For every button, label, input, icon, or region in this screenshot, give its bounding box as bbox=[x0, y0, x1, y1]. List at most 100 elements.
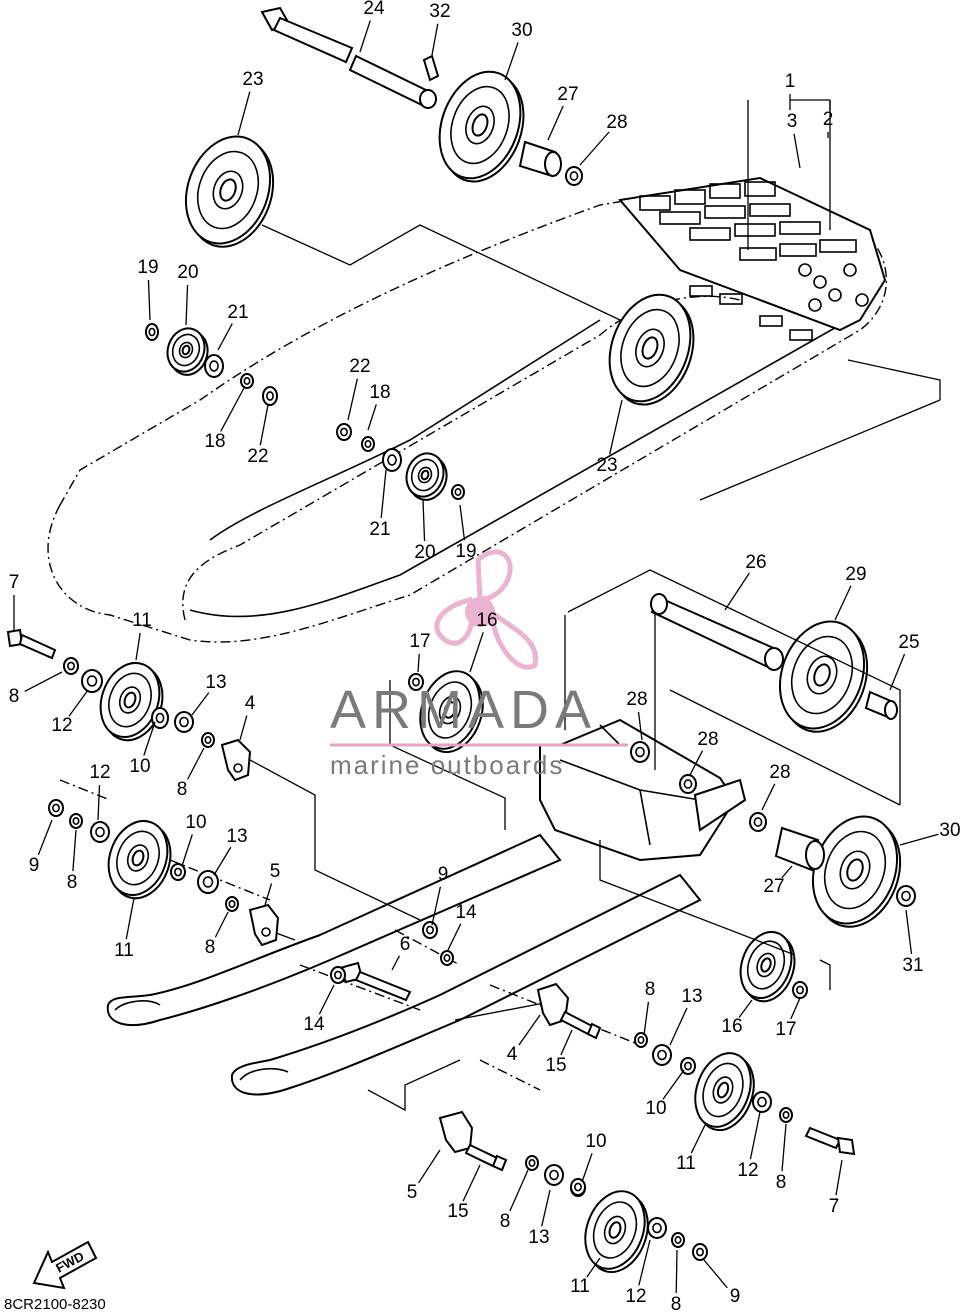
callout-c10d: 10 bbox=[581, 1131, 607, 1183]
callout-label: 8 bbox=[177, 779, 188, 800]
callout-c13a: 13 bbox=[191, 672, 227, 716]
washer-20 bbox=[225, 896, 239, 912]
callout-c12a: 12 bbox=[51, 689, 89, 736]
callout-label: 19 bbox=[455, 541, 476, 562]
wheel-23-lower bbox=[608, 293, 695, 406]
callout-label: 7 bbox=[829, 1196, 840, 1217]
callout-c5b: 5 bbox=[407, 1149, 441, 1203]
washer-7 bbox=[382, 448, 402, 472]
callout-c27b: 27 bbox=[763, 865, 793, 897]
callout-label: 13 bbox=[226, 826, 247, 847]
callout-label: 10 bbox=[129, 756, 150, 777]
callout-c8d: 8 bbox=[205, 911, 229, 958]
callout-c10b: 10 bbox=[181, 812, 207, 867]
callout-c21a: 21 bbox=[217, 302, 249, 351]
wheel-23-upper bbox=[184, 135, 275, 248]
washer-31 bbox=[680, 1057, 696, 1075]
callout-label: 21 bbox=[227, 302, 248, 323]
wheel-16-a bbox=[419, 670, 484, 754]
callout-c14a: 14 bbox=[447, 902, 477, 951]
bolts bbox=[6, 628, 856, 1172]
callout-label: 8 bbox=[67, 872, 78, 893]
callout-label: 5 bbox=[407, 1182, 418, 1203]
callout-c17a: 17 bbox=[409, 631, 431, 673]
callout-label: 11 bbox=[114, 940, 134, 961]
callout-c20a: 20 bbox=[177, 262, 199, 326]
callout-c8g: 8 bbox=[500, 1169, 529, 1232]
wheel-30-upper bbox=[438, 70, 525, 183]
callout-label: 4 bbox=[245, 693, 256, 714]
washer-40 bbox=[692, 1243, 708, 1261]
callout-label: 8 bbox=[205, 937, 216, 958]
callout-c11a: 11 bbox=[132, 610, 152, 661]
callout-label: 2 bbox=[823, 109, 834, 130]
callout-label: 8 bbox=[671, 1294, 682, 1315]
callout-c11b: 11 bbox=[114, 897, 135, 961]
washer-3 bbox=[240, 373, 254, 389]
cross-brace bbox=[539, 718, 747, 862]
callout-label: 13 bbox=[681, 986, 702, 1007]
callout-c31: 31 bbox=[902, 909, 924, 976]
callout-label: 13 bbox=[205, 672, 226, 693]
callout-c4b: 4 bbox=[507, 1014, 541, 1065]
callout-c3: 3 bbox=[787, 111, 801, 169]
callout-c8c: 8 bbox=[67, 829, 78, 893]
callout-c18b: 18 bbox=[367, 382, 391, 431]
callout-label: 6 bbox=[400, 934, 411, 955]
callout-label: 24 bbox=[363, 0, 385, 19]
callout-label: 22 bbox=[349, 356, 370, 377]
washer-13 bbox=[174, 711, 194, 733]
bearing-20-a bbox=[166, 327, 209, 376]
tubes bbox=[518, 140, 898, 872]
callout-c28d: 28 bbox=[579, 112, 628, 166]
callout-c27a: 27 bbox=[547, 84, 579, 141]
callout-c10c: 10 bbox=[645, 1069, 685, 1119]
callout-c16b: 16 bbox=[721, 999, 753, 1037]
callout-label: 12 bbox=[737, 1160, 758, 1181]
washer-34 bbox=[896, 885, 916, 907]
washer-12 bbox=[151, 707, 169, 729]
washer-28 bbox=[792, 981, 808, 999]
callout-c9c: 9 bbox=[703, 1259, 741, 1307]
washer-18 bbox=[170, 863, 186, 881]
washer-22 bbox=[440, 950, 454, 966]
callout-c28a: 28 bbox=[626, 689, 648, 741]
callout-label: 10 bbox=[645, 1098, 666, 1119]
callout-label: 23 bbox=[596, 455, 617, 476]
callout-label: 11 bbox=[570, 1276, 590, 1297]
washer-21 bbox=[422, 921, 438, 939]
callout-c8h: 8 bbox=[671, 1249, 682, 1315]
callout-label: 28 bbox=[626, 689, 647, 710]
callout-label: 14 bbox=[303, 1014, 325, 1035]
callout-label: 3 bbox=[787, 111, 798, 132]
callout-c24: 24 bbox=[359, 0, 385, 53]
callout-c17b: 17 bbox=[775, 997, 801, 1040]
callout-label: 27 bbox=[763, 876, 784, 897]
wheels bbox=[99, 70, 902, 1274]
callout-label: 29 bbox=[845, 564, 866, 585]
callout-label: 8 bbox=[500, 1211, 511, 1232]
callout-label: 11 bbox=[676, 1153, 696, 1174]
washer-10 bbox=[63, 657, 79, 675]
washer-4 bbox=[262, 386, 278, 406]
callout-c19a: 19 bbox=[137, 257, 159, 321]
callout-c10a: 10 bbox=[129, 721, 156, 777]
callout-c8a: 8 bbox=[9, 671, 63, 707]
washer-29 bbox=[634, 1032, 648, 1048]
washer-38 bbox=[647, 1217, 667, 1239]
callout-c16a: 16 bbox=[469, 610, 498, 673]
callout-c23b: 23 bbox=[596, 399, 623, 476]
washer-19 bbox=[197, 870, 219, 894]
callout-c28c: 28 bbox=[761, 762, 791, 811]
callout-label: 9 bbox=[730, 1286, 741, 1307]
wheel-11-a bbox=[99, 662, 164, 742]
watermark: ARMADA marine outboards bbox=[330, 549, 628, 780]
callout-label: 31 bbox=[902, 955, 923, 976]
watermark-tagline: marine outboards bbox=[330, 750, 564, 780]
slide-rail-left bbox=[106, 833, 702, 1096]
callout-c28b: 28 bbox=[689, 729, 719, 776]
callout-label: 28 bbox=[769, 762, 790, 783]
